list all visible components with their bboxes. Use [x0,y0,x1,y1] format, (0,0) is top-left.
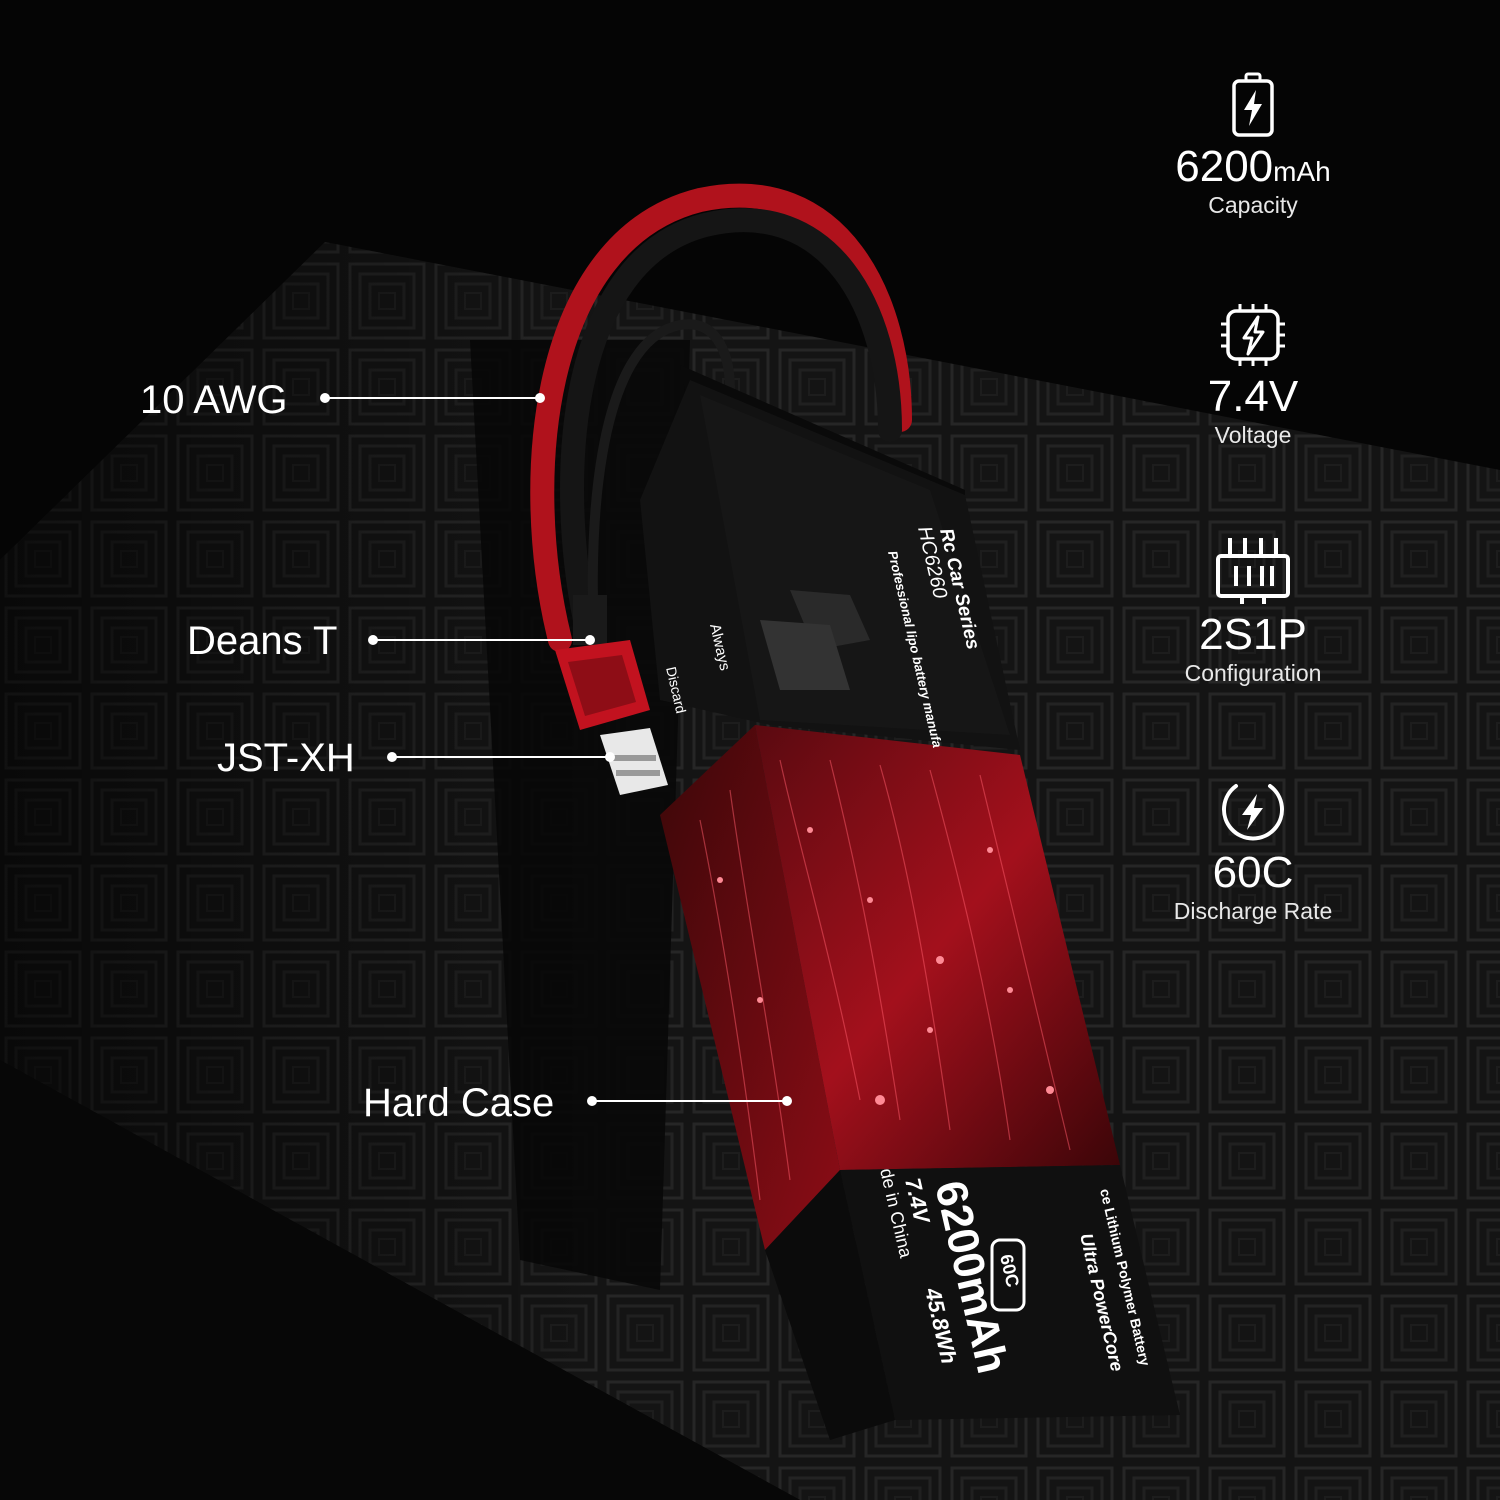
spec-capacity: 6200mAh Capacity [1108,72,1398,219]
spec-voltage-value: 7.4V [1207,372,1299,421]
power-wires [530,183,912,721]
callout-hard-case: Hard Case [363,1081,555,1125]
spec-capacity-label: Capacity [1208,192,1298,219]
spec-discharge: 60C Discharge Rate [1108,778,1398,925]
circle-bolt-icon [1222,784,1284,841]
spec-configuration-label: Configuration [1184,660,1322,687]
spec-discharge-label: Discharge Rate [1173,898,1333,925]
battery-body [640,365,1180,1440]
callout-main-connector: Deans T [187,619,338,663]
deans-t-connector [555,595,650,730]
battery-rate-badge: 60C [990,1238,1026,1312]
spec-configuration: 2S1P Configuration [1108,536,1398,687]
callout-leaders [320,393,792,1106]
spec-configuration-value: 2S1P [1199,610,1307,659]
spec-voltage-label: Voltage [1214,422,1292,449]
callout-wire-gauge: 10 AWG [140,378,288,422]
battery-bolt-icon [1232,72,1274,137]
jst-xh-connector [600,728,668,795]
battery-cells-icon [1216,538,1290,604]
callout-balance-connector: JST-XH [217,736,355,780]
spec-capacity-value: 6200mAh [1175,142,1331,191]
chip-bolt-icon [1221,304,1285,366]
spec-discharge-value: 60C [1212,848,1294,897]
spec-voltage: 7.4V Voltage [1108,302,1398,449]
